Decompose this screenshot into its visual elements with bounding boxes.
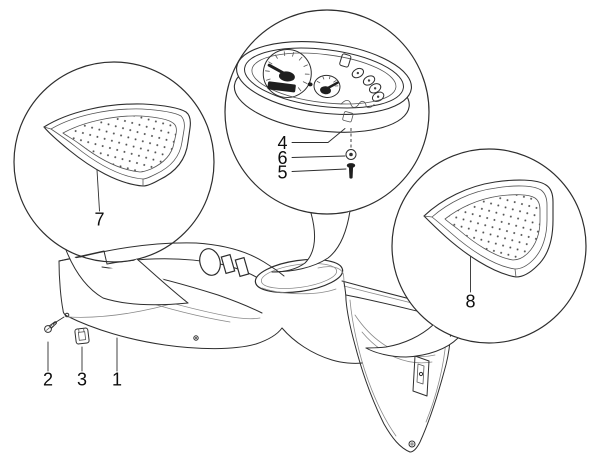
part-label-7: 7 xyxy=(94,210,104,230)
part-label-1: 1 xyxy=(112,370,122,390)
warning-light xyxy=(307,82,313,87)
needle-hub xyxy=(320,86,331,95)
washer-icon xyxy=(345,149,357,160)
leader-lines xyxy=(47,128,471,372)
dashboard-panel-drawing xyxy=(58,248,452,453)
callout-tail-center xyxy=(271,210,351,273)
part-label-3: 3 xyxy=(77,370,87,390)
panel-ridge-lines xyxy=(58,242,285,277)
leader-line-2b xyxy=(52,316,65,325)
storage-tray-left-drawing xyxy=(43,103,191,187)
brand-script xyxy=(340,99,375,109)
leader-line-4 xyxy=(291,128,346,143)
speedometer-dial xyxy=(262,48,312,98)
needle-hub xyxy=(278,71,295,82)
display-icon xyxy=(339,53,352,68)
tray-perforated-floor xyxy=(62,115,177,173)
bracket-hole xyxy=(418,371,424,377)
storage-tray-right-drawing xyxy=(423,179,554,278)
instrument-cluster-drawing xyxy=(233,41,412,133)
fuel-gauge xyxy=(307,74,341,98)
mounting-tab xyxy=(342,111,354,123)
cluster-mount-oval xyxy=(254,258,344,295)
part-label-8: 8 xyxy=(465,292,475,312)
odometer-display xyxy=(267,81,296,93)
part-label-2: 2 xyxy=(43,370,53,390)
part-label-6: 6 xyxy=(277,148,287,168)
indicator-lights xyxy=(351,67,385,102)
switch-cutouts xyxy=(199,248,250,278)
part-label-5: 5 xyxy=(277,163,287,183)
callout-tail-right xyxy=(365,324,459,358)
clip-nut-icon xyxy=(74,327,90,345)
callout-tail-left xyxy=(65,249,189,306)
screw-icon xyxy=(346,163,356,179)
leader-line-7 xyxy=(96,169,100,212)
panel-hole xyxy=(408,440,416,448)
mount-bracket xyxy=(412,355,430,397)
leader-line-5 xyxy=(291,168,347,172)
tray-perforated-floor xyxy=(444,194,541,261)
part-label-4: 4 xyxy=(277,133,287,153)
leader-line-6 xyxy=(291,155,346,158)
panel-hole xyxy=(193,335,199,341)
panel-hole xyxy=(64,312,70,318)
